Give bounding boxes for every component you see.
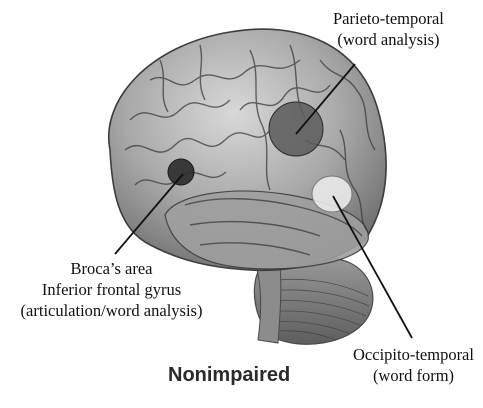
occipito-temporal-name: Occipito-temporal: [346, 344, 481, 365]
broca-name: Broca’s area: [4, 258, 219, 279]
parieto-temporal-label: Parieto-temporal (word analysis): [333, 8, 444, 50]
broca-region: [168, 159, 194, 185]
occipito-temporal-label: Occipito-temporal (word form): [346, 344, 481, 386]
broca-gyrus: Inferior frontal gyrus: [4, 279, 219, 300]
caption: Nonimpaired: [168, 364, 290, 387]
broca-label: Broca’s area Inferior frontal gyrus (art…: [4, 258, 219, 321]
parieto-temporal-region: [269, 102, 323, 156]
parieto-temporal-function: (word analysis): [333, 29, 444, 50]
broca-function: (articulation/word analysis): [4, 300, 219, 321]
occipito-temporal-function: (word form): [346, 365, 481, 386]
occipito-temporal-region: [312, 176, 352, 212]
parieto-temporal-name: Parieto-temporal: [333, 8, 444, 29]
